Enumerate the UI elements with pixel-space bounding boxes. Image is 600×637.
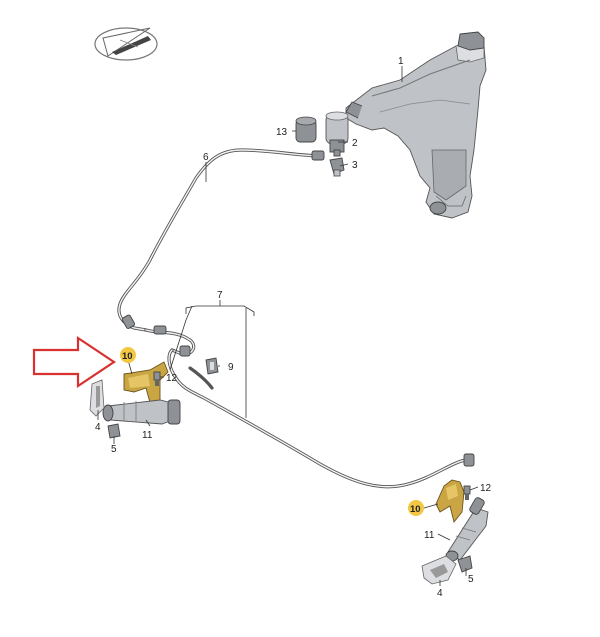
- callout-10-left: 10: [122, 351, 133, 362]
- nozzle-bracket-right: [435, 479, 465, 523]
- leader-lines: [97, 66, 479, 586]
- callout-11-left: 11: [142, 430, 153, 441]
- callout-1: 1: [398, 56, 404, 67]
- callout-3: 3: [352, 160, 358, 171]
- callout-4-right: 4: [437, 588, 443, 599]
- washer-pump: [325, 111, 349, 157]
- nozzle-cap-right: [421, 555, 457, 585]
- brand-logo-icon: [94, 27, 158, 61]
- callout-2: 2: [352, 138, 358, 149]
- callout-5-left: 5: [111, 444, 117, 455]
- callout-9: 9: [228, 362, 234, 373]
- washer-hose-assembly: [144, 325, 475, 489]
- nozzle-clip-left: [107, 423, 121, 439]
- callout-12-right: 12: [480, 483, 492, 494]
- washer-hose-main: [117, 148, 325, 332]
- callout-12-left: 12: [166, 373, 178, 384]
- headlamp-washer-nozzle-left: [102, 399, 181, 425]
- bolt-left: [153, 371, 161, 386]
- callout-4-left: 4: [95, 422, 101, 433]
- callout-11-right: 11: [424, 530, 435, 541]
- bolt-right: [463, 485, 471, 500]
- callout-7: 7: [217, 290, 223, 301]
- hose-connector: [329, 157, 345, 177]
- pump-grommet: [295, 116, 317, 143]
- callout-10-right: 10: [410, 504, 421, 515]
- hose-clip: [205, 357, 219, 375]
- highlight-badge-right: [408, 500, 424, 516]
- washer-reservoir: [345, 31, 487, 219]
- callout-6: 6: [203, 152, 209, 163]
- nozzle-clip-right: [457, 555, 473, 573]
- highlight-arrow-icon: [32, 335, 116, 389]
- nozzle-cap-left: [89, 379, 105, 417]
- callout-13: 13: [276, 127, 288, 138]
- highlight-badge-left: [120, 347, 136, 363]
- callout-5-right: 5: [468, 574, 474, 585]
- group-bracket-7: [169, 300, 255, 418]
